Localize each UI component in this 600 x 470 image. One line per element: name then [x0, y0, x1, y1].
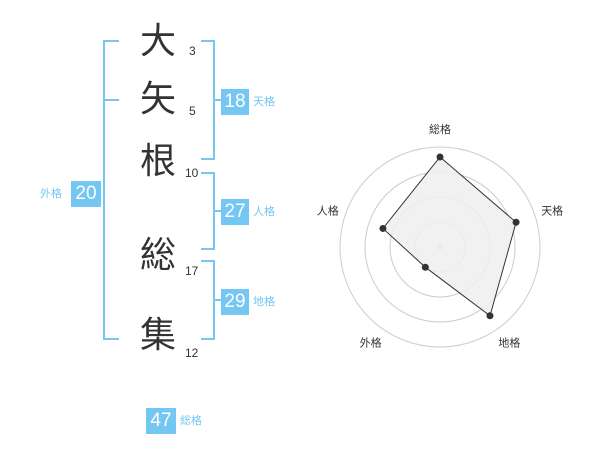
gaikaku-bracket [103, 40, 119, 340]
tenkaku-label: 天格 [253, 95, 275, 108]
gaikaku-label: 外格 [40, 187, 62, 200]
tenkaku-score: 18 [221, 89, 249, 115]
radar-area [382, 156, 517, 317]
stroke-count-2: 5 [189, 104, 196, 118]
gaikaku-bracket-tick [103, 99, 119, 101]
radar-axis-label-2: 天格 [541, 204, 563, 218]
radar-point-2 [512, 218, 520, 226]
radar-point-3 [486, 312, 494, 320]
gaikaku-score: 20 [71, 181, 101, 207]
jinkaku-bracket-tick [213, 210, 221, 212]
radar-axis-label-4: 外格 [360, 336, 382, 350]
stroke-count-5: 12 [185, 346, 199, 360]
radar-point-1 [436, 153, 444, 161]
name-char-2: 矢 [139, 79, 176, 120]
name-char-1: 大 [139, 21, 176, 62]
radar-point-4 [421, 263, 429, 271]
chikaku-score: 29 [221, 289, 249, 315]
jinkaku-label: 人格 [253, 205, 275, 218]
name-char-5: 集 [139, 315, 176, 356]
tenkaku-bracket-tick [213, 99, 221, 101]
name-char-3: 根 [139, 141, 176, 182]
stroke-count-4: 17 [185, 264, 199, 278]
stroke-count-3: 10 [185, 166, 199, 180]
soukaku-score: 47 [146, 408, 176, 434]
stroke-count-1: 3 [189, 44, 196, 58]
name-char-4: 総 [139, 235, 176, 276]
radar-axis-label-1: 総格 [429, 122, 451, 136]
radar-points [379, 153, 520, 320]
chikaku-label: 地格 [253, 295, 275, 308]
chikaku-bracket-tick [213, 299, 221, 301]
radar-point-5 [379, 224, 387, 232]
soukaku-label: 総格 [180, 414, 202, 427]
radar-axis-label-5: 人格 [317, 204, 339, 218]
radar-ring [339, 146, 541, 348]
jinkaku-score: 27 [221, 199, 249, 225]
radar-axis-label-3: 地格 [498, 336, 520, 350]
